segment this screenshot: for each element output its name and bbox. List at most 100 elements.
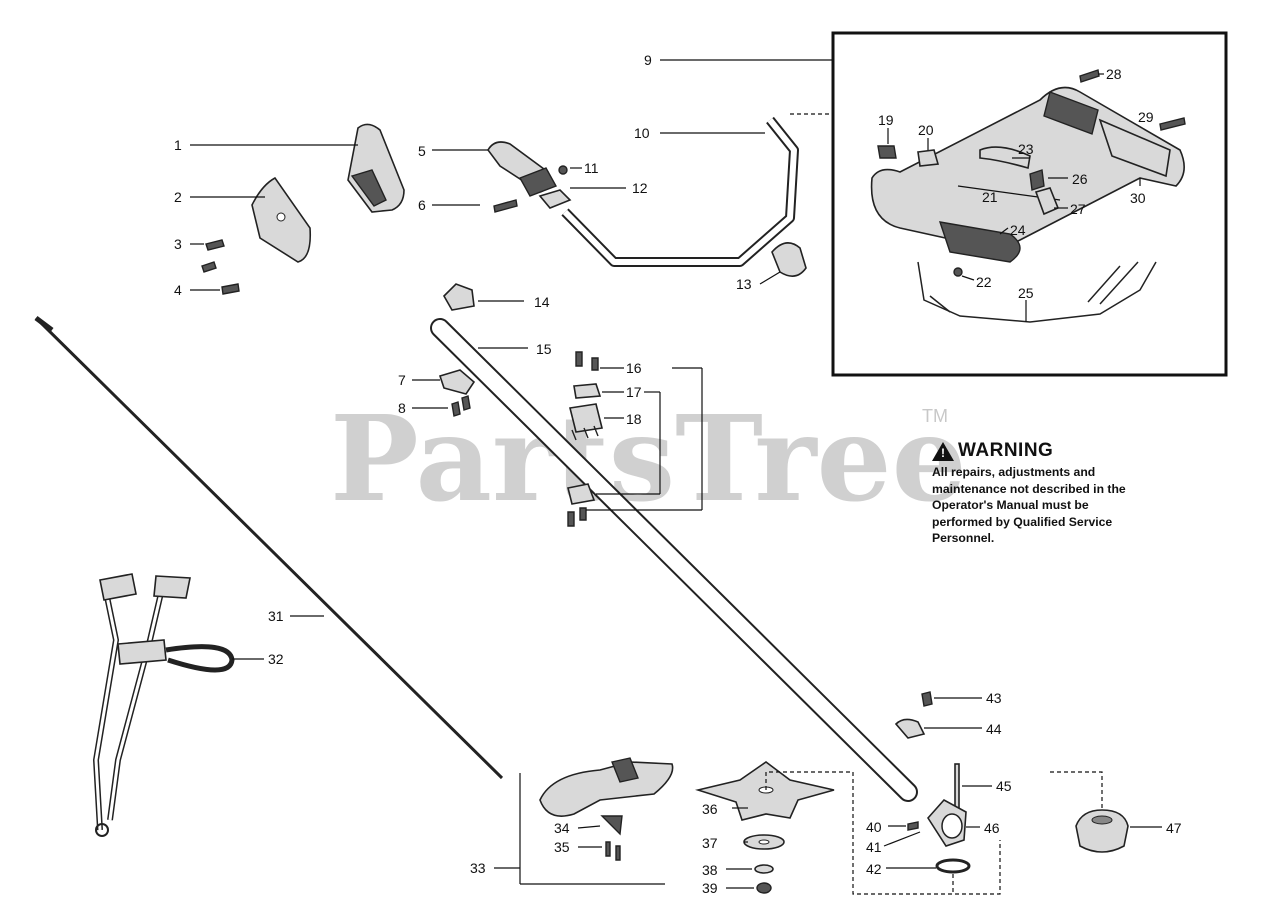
callout-25[interactable]: 25 (1018, 285, 1034, 301)
warning-body: All repairs, adjustments and maintenance… (932, 465, 1126, 545)
part-5-grip[interactable] (487, 141, 558, 197)
callout-37[interactable]: 37 (702, 835, 718, 851)
leader-13 (759, 271, 781, 285)
callout-38[interactable]: 38 (702, 862, 718, 878)
callout-20[interactable]: 20 (918, 122, 934, 138)
callout-35[interactable]: 35 (554, 839, 570, 855)
callout-28[interactable]: 28 (1106, 66, 1122, 82)
callout-40[interactable]: 40 (866, 819, 882, 835)
watermark-brand: PartsTree (330, 389, 967, 528)
part-3-screws[interactable] (201, 239, 225, 273)
leader-41 (883, 831, 921, 847)
handle-assembly-inset-box (831, 31, 1228, 377)
part-45-pin[interactable] (954, 763, 960, 811)
callout-23[interactable]: 23 (1018, 141, 1034, 157)
callout-6[interactable]: 6 (418, 197, 426, 213)
callout-33[interactable]: 33 (470, 860, 486, 876)
part-8-screw[interactable] (451, 395, 471, 417)
callout-8[interactable]: 8 (398, 400, 406, 416)
part-12-clamp[interactable] (538, 189, 572, 209)
part-26-spring[interactable] (1029, 169, 1045, 191)
part-37-washer[interactable] (743, 834, 785, 850)
callout-34[interactable]: 34 (554, 820, 570, 836)
part-16-screws[interactable] (567, 351, 599, 527)
part-6-bolt[interactable] (493, 199, 518, 213)
callout-17[interactable]: 17 (626, 384, 642, 400)
part-10-loop-handle[interactable] (561, 116, 799, 267)
part-4-screw[interactable] (221, 283, 240, 295)
callout-7[interactable]: 7 (398, 372, 406, 388)
callout-16[interactable]: 16 (626, 360, 642, 376)
callout-46[interactable]: 46 (984, 820, 1000, 836)
callout-42[interactable]: 42 (866, 861, 882, 877)
part-2-plate[interactable] (251, 176, 312, 263)
callout-10[interactable]: 10 (634, 125, 650, 141)
callout-13[interactable]: 13 (736, 276, 752, 292)
callout-5[interactable]: 5 (418, 143, 426, 159)
part-40-pin[interactable] (907, 821, 919, 831)
warning-notice: ! WARNING All repairs, adjustments and m… (932, 440, 1152, 547)
callout-labels: 1 2 3 4 5 6 7 8 9 10 11 12 13 14 15 16 1… (174, 52, 1182, 896)
callout-21[interactable]: 21 (982, 189, 998, 205)
part-22-screw[interactable] (953, 267, 963, 277)
callout-18[interactable]: 18 (626, 411, 642, 427)
callout-29[interactable]: 29 (1138, 109, 1154, 125)
part-17-clamp[interactable] (567, 383, 602, 505)
part-11-nut[interactable] (558, 165, 568, 175)
part-23-trigger[interactable] (979, 146, 1031, 170)
callout-39[interactable]: 39 (702, 880, 718, 896)
callout-47[interactable]: 47 (1166, 820, 1182, 836)
callout-19[interactable]: 19 (878, 112, 894, 128)
leader-34 (577, 825, 601, 829)
callout-41[interactable]: 41 (866, 839, 882, 855)
callout-36[interactable]: 36 (702, 801, 718, 817)
part-25-wire-harness[interactable] (917, 261, 1157, 323)
part-30-cover[interactable] (1098, 118, 1171, 178)
callout-4[interactable]: 4 (174, 282, 182, 298)
part-32-harness[interactable] (92, 573, 235, 837)
leader-24 (999, 227, 1009, 235)
callout-2[interactable]: 2 (174, 189, 182, 205)
callout-11[interactable]: 11 (584, 160, 599, 176)
callout-43[interactable]: 43 (986, 690, 1002, 706)
part-35-screws[interactable] (605, 841, 621, 861)
part-29-bolt[interactable] (1159, 117, 1186, 131)
callout-44[interactable]: 44 (986, 721, 1002, 737)
part-13-clamp[interactable] (771, 242, 807, 277)
callout-24[interactable]: 24 (1010, 222, 1026, 238)
callout-31[interactable]: 31 (268, 608, 284, 624)
callout-30[interactable]: 30 (1130, 190, 1146, 206)
part-33-guard[interactable] (539, 757, 674, 817)
callout-32[interactable]: 32 (268, 651, 284, 667)
callout-45[interactable]: 45 (996, 778, 1012, 794)
callout-27[interactable]: 27 (1070, 201, 1086, 217)
part-15-shaft-tube[interactable] (430, 318, 918, 802)
callout-3[interactable]: 3 (174, 236, 182, 252)
part-7-bracket[interactable] (438, 369, 476, 395)
part-18-switch[interactable] (569, 403, 603, 441)
callout-14[interactable]: 14 (534, 294, 550, 310)
callout-1[interactable]: 1 (174, 137, 182, 153)
callout-12[interactable]: 12 (632, 180, 648, 196)
callout-9[interactable]: 9 (644, 52, 652, 68)
callout-22[interactable]: 22 (976, 274, 992, 290)
part-46-gear-head[interactable] (926, 798, 967, 847)
part-38-washer[interactable] (754, 864, 774, 874)
watermark-trademark: TM (922, 406, 948, 426)
part-44-clamp[interactable] (894, 718, 926, 739)
part-20-button[interactable] (917, 149, 940, 167)
callout-26[interactable]: 26 (1072, 171, 1088, 187)
part-1-cover[interactable] (347, 123, 405, 213)
part-36-blade[interactable] (695, 761, 835, 821)
part-39-nut[interactable] (756, 882, 772, 894)
part-31-drive-shaft[interactable] (34, 316, 504, 780)
part-47-trimmer-head[interactable] (1075, 809, 1129, 853)
part-28-screw[interactable] (1079, 69, 1100, 83)
part-34-wedge[interactable] (600, 815, 623, 836)
part-14-clamp[interactable] (443, 283, 475, 311)
part-19-switch[interactable] (877, 145, 897, 159)
callout-15[interactable]: 15 (536, 341, 552, 357)
part-42-ring[interactable] (935, 858, 971, 874)
part-43-screw[interactable] (921, 691, 933, 707)
